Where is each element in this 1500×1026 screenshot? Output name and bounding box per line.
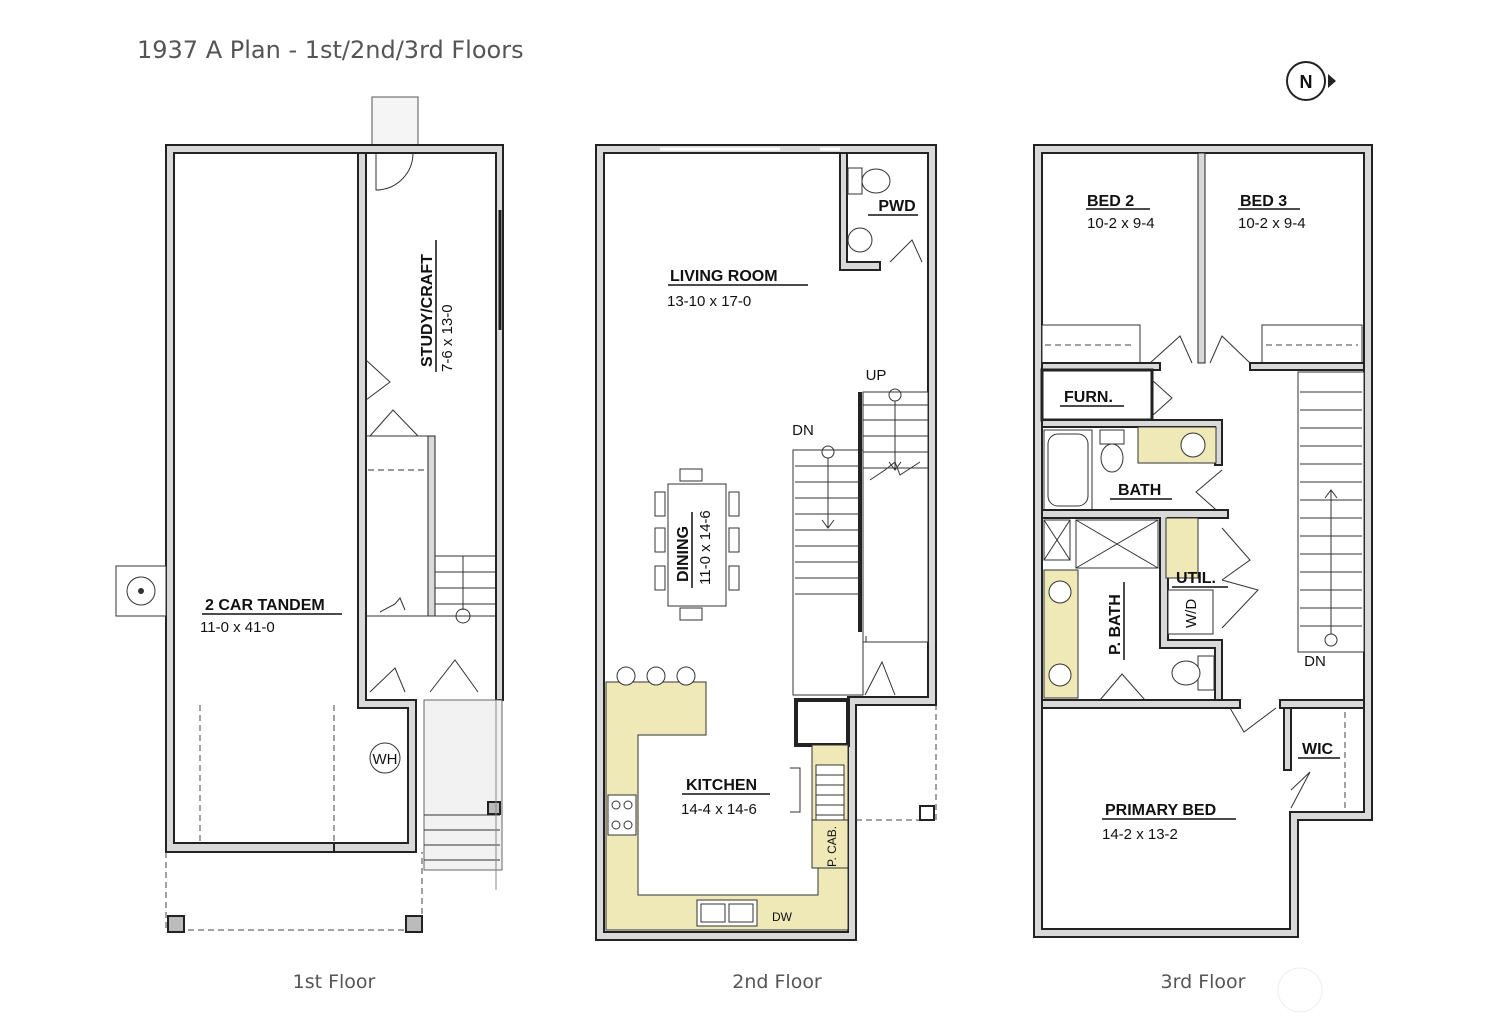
room-2-car-tandem-dim: 11-0 x 41-0 (200, 619, 275, 636)
room-primary-bed-name: PRIMARY BED (1105, 802, 1216, 819)
room-util-name: UTIL. (1176, 570, 1216, 587)
room-bed-3-name: BED 3 (1240, 193, 1287, 210)
first-floor-plan: WH 2 CAR TANDEM 11-0 x 41-0 STUDY/CRAFT … (115, 96, 504, 993)
room-dining-dim: 11-0 x 14-6 (697, 510, 714, 585)
washer-dryer-label: W/D (1183, 599, 1200, 628)
stair-down-label: DN (792, 422, 814, 439)
room-wic-name: WIC (1302, 741, 1334, 758)
room-kitchen-name: KITCHEN (686, 777, 757, 794)
room-living-room-dim: 13-10 x 17-0 (667, 293, 751, 310)
first-floor-label: 1st Floor (293, 971, 376, 993)
stair-up-label: UP (866, 367, 887, 384)
compass-label: N (1300, 72, 1313, 92)
cooktop-icon (607, 794, 637, 836)
kitchen-sink-icon (696, 899, 758, 927)
room-pwd-name: PWD (878, 198, 915, 215)
water-heater-label: WH (373, 751, 398, 768)
primary-toilet-icon (1171, 655, 1215, 691)
plan-title: 1937 A Plan - 1st/2nd/3rd Floors (137, 36, 524, 64)
bath-toilet-icon (1099, 429, 1125, 473)
bar-stools-icon (616, 666, 696, 686)
second-floor-plan: UP DN (595, 144, 937, 993)
room-bed-3-dim: 10-2 x 9-4 (1238, 215, 1306, 232)
third-floor-plan: W/D DN (1033, 144, 1373, 1013)
dishwasher-label: DW (772, 910, 793, 924)
room-living-room-name: LIVING ROOM (670, 268, 778, 285)
room-bed-2-name: BED 2 (1087, 193, 1134, 210)
room-study-craft-dim: 7-6 x 13-0 (439, 304, 456, 372)
pwd-toilet-icon (847, 167, 891, 195)
room-2-car-tandem-name: 2 CAR TANDEM (205, 597, 325, 614)
pantry-cabinet-label: P. CAB. (825, 826, 839, 867)
stair-down-label-3rd: DN (1304, 653, 1326, 670)
room-kitchen-dim: 14-4 x 14-6 (681, 801, 757, 818)
room-p-bath-name: P. BATH (1107, 594, 1124, 655)
room-dining-name: DINING (675, 526, 692, 582)
room-bath-name: BATH (1118, 482, 1161, 499)
third-floor-label: 3rd Floor (1161, 971, 1246, 993)
room-study-craft-name: STUDY/CRAFT (419, 254, 436, 367)
room-furnace-name: FURN. (1064, 389, 1113, 406)
compass-icon: N (1286, 61, 1336, 101)
second-floor-label: 2nd Floor (732, 971, 822, 993)
room-primary-bed-dim: 14-2 x 13-2 (1102, 826, 1178, 843)
room-bed-2-dim: 10-2 x 9-4 (1087, 215, 1155, 232)
dining-table-icon (654, 468, 740, 621)
